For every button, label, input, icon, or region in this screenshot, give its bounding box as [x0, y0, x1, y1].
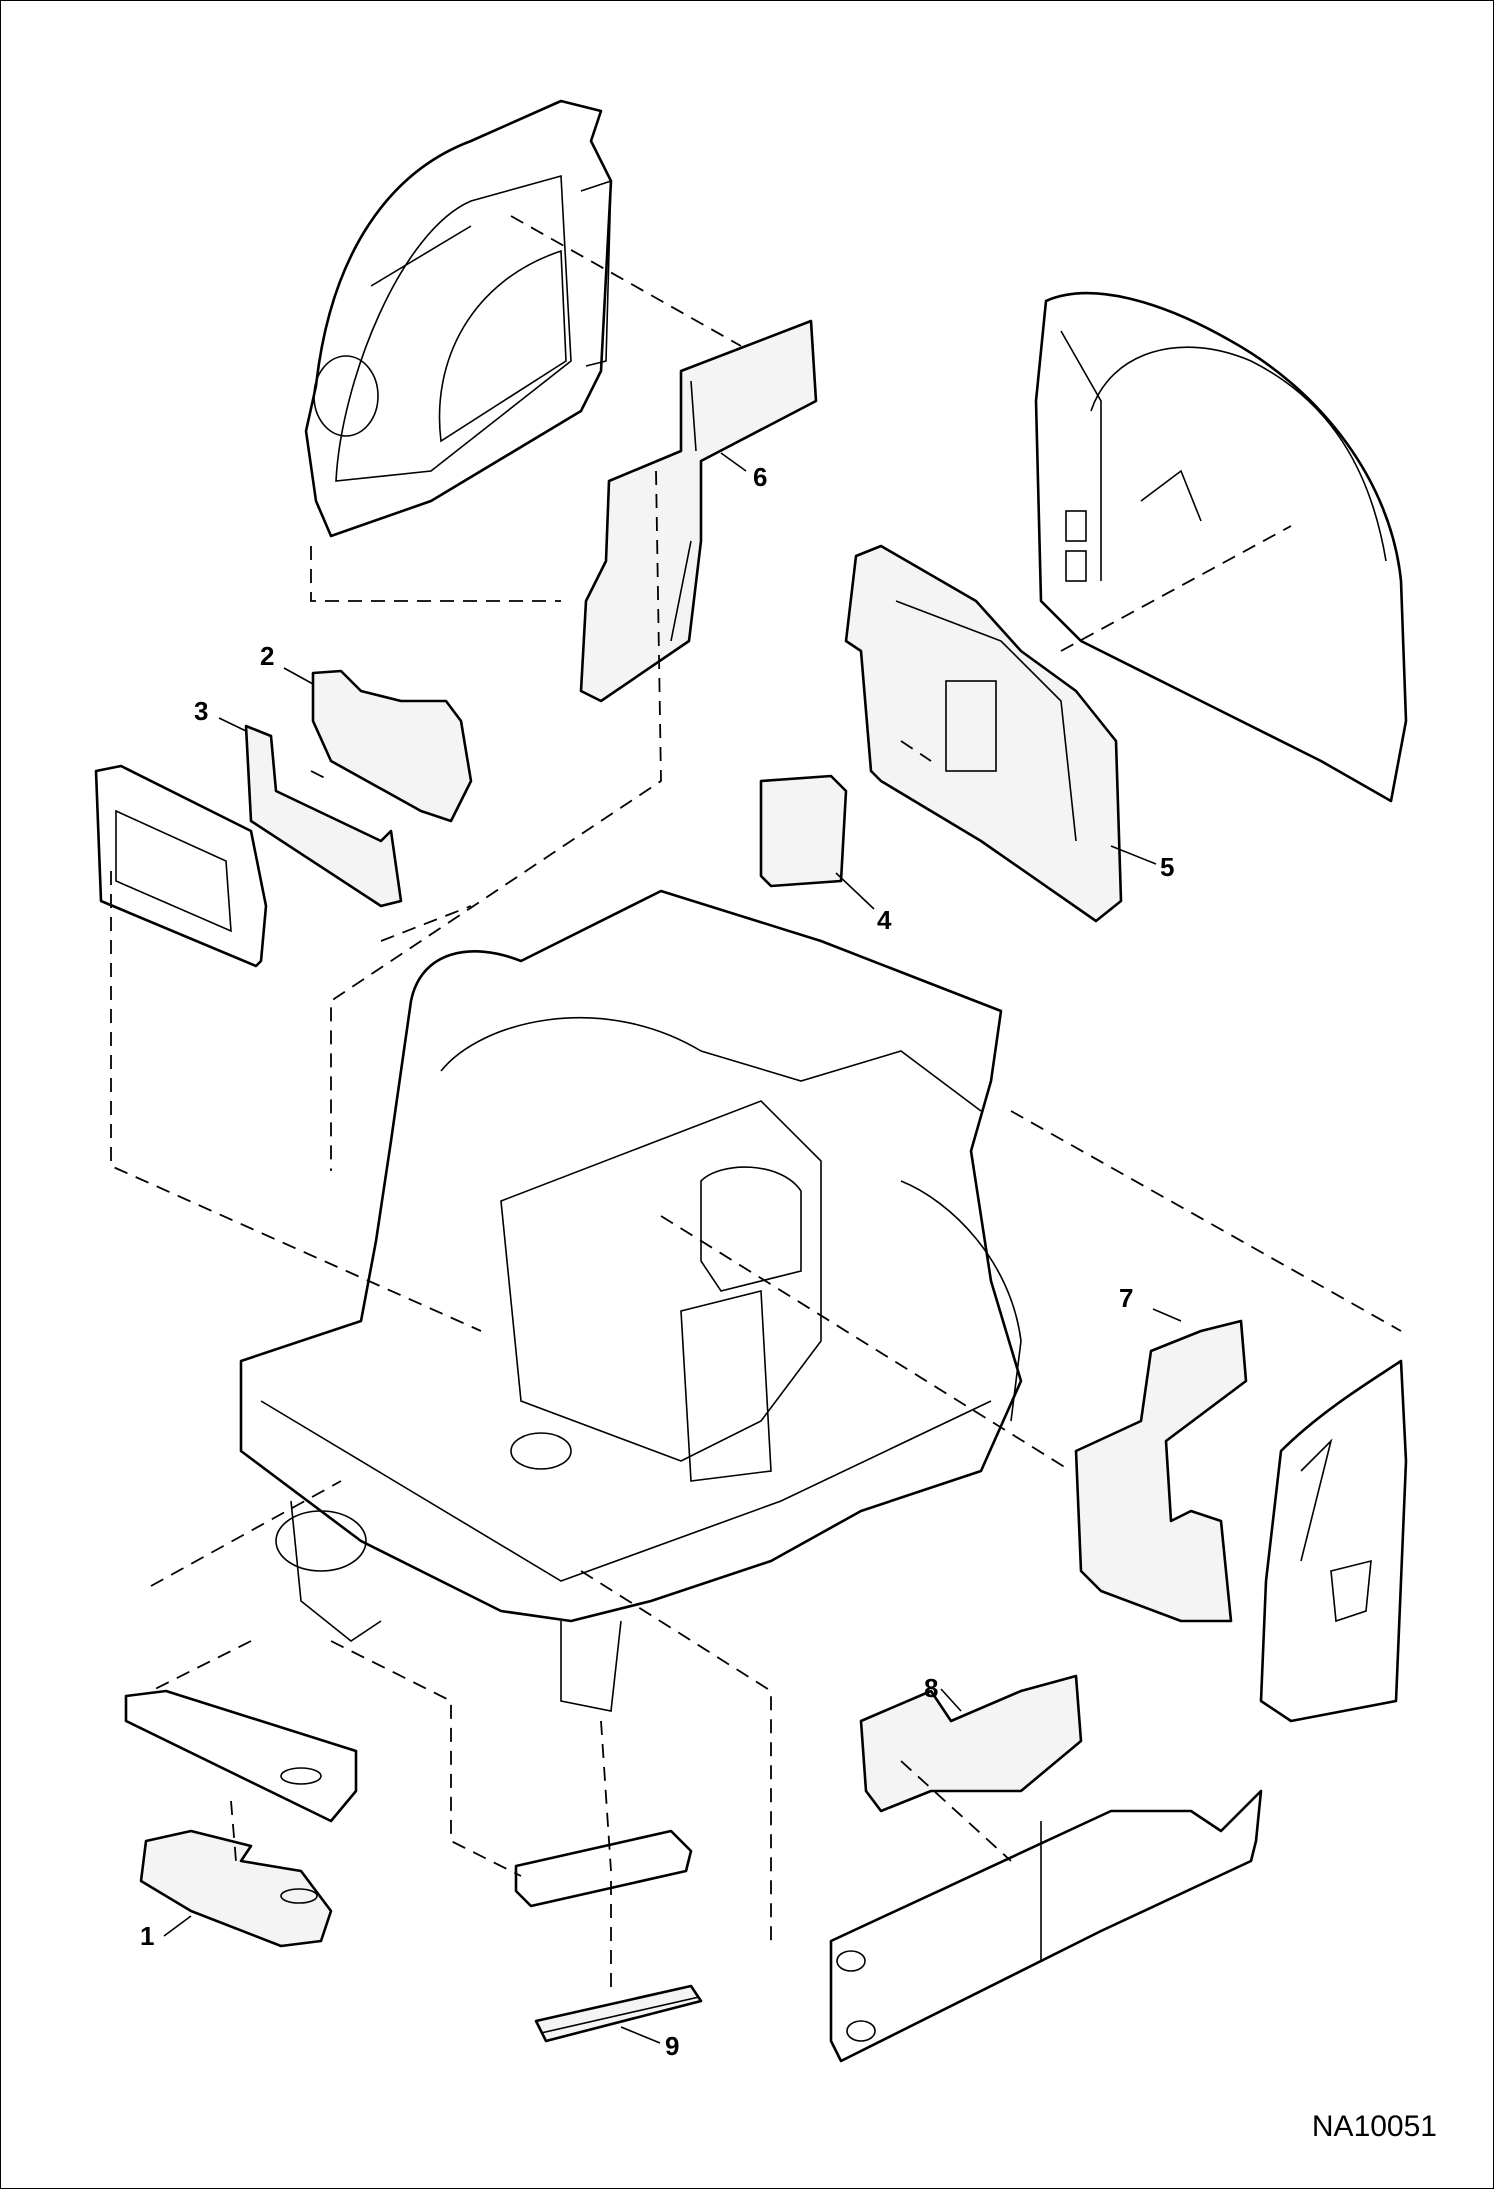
part-8-insulation — [859, 1674, 1083, 1813]
callout-7: 7 — [1119, 1283, 1134, 1313]
leader-lines — [163, 452, 1182, 2044]
callout-3: 3 — [194, 696, 209, 726]
right-side-panel — [1259, 1359, 1408, 1723]
callout-9: 9 — [665, 2031, 680, 2061]
assembly-lines — [110, 215, 1402, 1991]
callout-6: 6 — [753, 462, 768, 492]
callout-2: 2 — [260, 641, 275, 671]
cab-floor-assembly — [239, 889, 1023, 1712]
callout-4: 4 — [877, 905, 892, 935]
part-6-insulation — [579, 319, 818, 703]
left-side-panel — [304, 99, 613, 538]
part-3-trim — [244, 724, 403, 908]
left-pocket-panel — [94, 764, 268, 968]
rear-panel — [1034, 291, 1408, 803]
part-4-pad — [759, 774, 848, 888]
part-1-plates — [124, 1689, 358, 1948]
callout-5: 5 — [1160, 852, 1175, 882]
part-5-insulation — [844, 544, 1123, 923]
part-7-insulation — [1074, 1319, 1248, 1623]
part-2-pad — [311, 669, 473, 823]
step-panel — [829, 1789, 1263, 2063]
part-9-seal — [514, 1829, 703, 2043]
callout-1: 1 — [140, 1921, 155, 1951]
figure-reference-code: NA10051 — [1311, 2110, 1437, 2143]
callout-8: 8 — [924, 1673, 939, 1703]
